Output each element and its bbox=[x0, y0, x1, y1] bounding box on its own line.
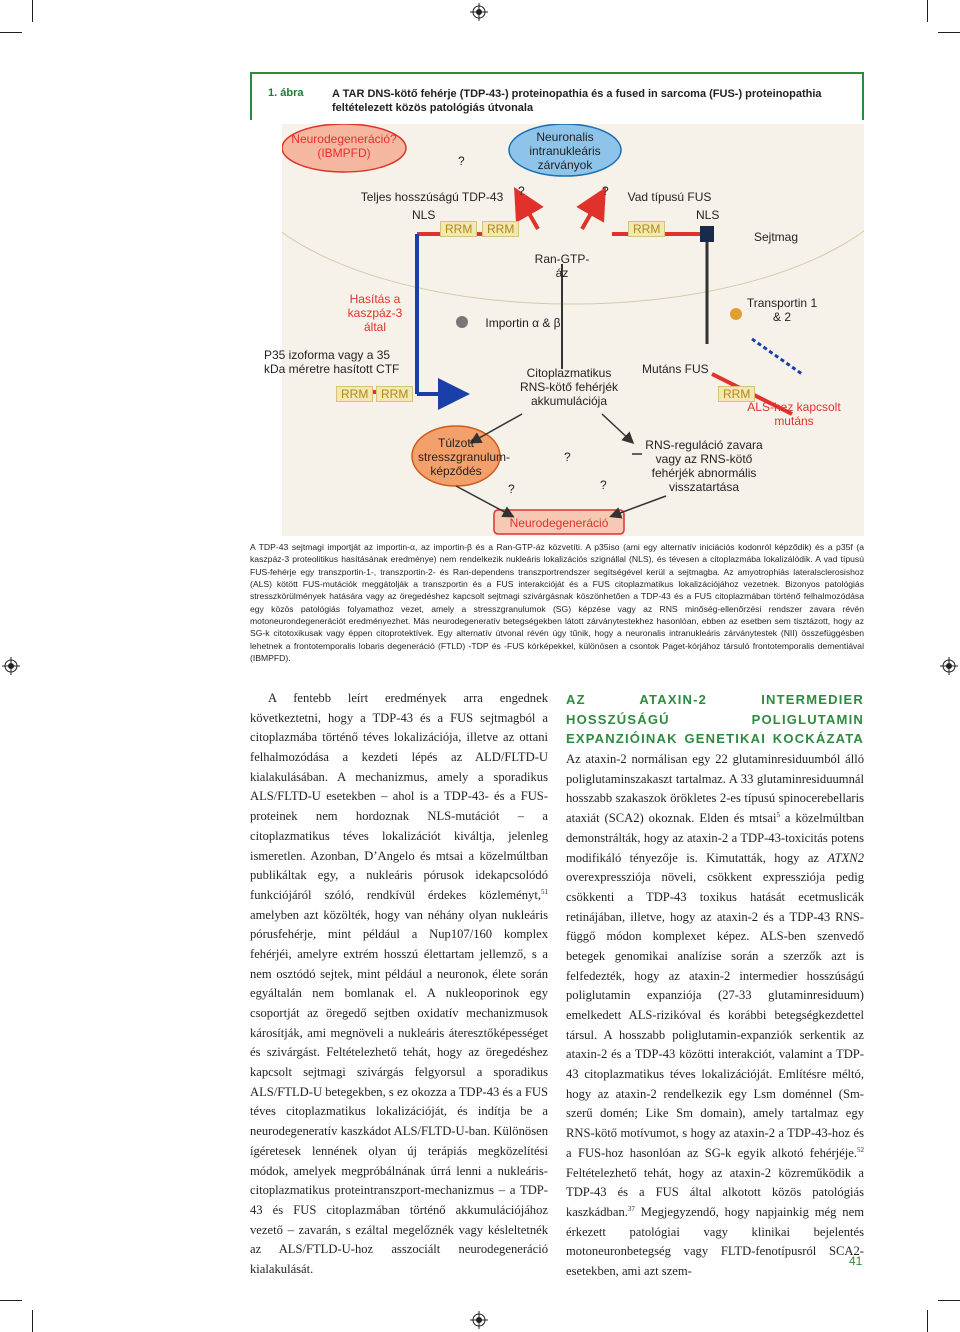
crop-mark bbox=[32, 1310, 33, 1332]
question-mark: ? bbox=[600, 478, 607, 492]
rrm-domain: RRM bbox=[440, 221, 478, 237]
left-column: A fentebb leírt eredmények arra engednek… bbox=[250, 689, 548, 1280]
paragraph: AZ ATAXIN-2 INTERMEDIER HOSSZÚSÁGÚ POLIG… bbox=[566, 692, 865, 1278]
reference-number: 52 bbox=[857, 1145, 864, 1154]
crop-mark bbox=[0, 32, 22, 33]
crop-mark bbox=[938, 1300, 960, 1301]
rrm-domain: RRM bbox=[718, 386, 756, 402]
reference-number: 51 bbox=[541, 887, 548, 896]
crop-mark bbox=[927, 1310, 928, 1332]
rrm-domain: RRM bbox=[628, 221, 666, 237]
figure-title: A TAR DNS-kötő fehérje (TDP-43-) protein… bbox=[332, 88, 822, 114]
paragraph: A fentebb leírt eredmények arra engednek… bbox=[250, 691, 548, 1276]
rrm-domain: RRM bbox=[336, 386, 374, 402]
fus-wt-label: Vad típusú FUS bbox=[627, 190, 712, 204]
diagram-arrows bbox=[282, 124, 864, 535]
reference-number: 5 bbox=[776, 810, 780, 819]
nucleus-label: Sejtmag bbox=[754, 230, 799, 244]
p35-label: P35 izoforma vagy a 35 kDa méretre hasít… bbox=[264, 348, 400, 376]
figure-label: 1. ábra bbox=[268, 87, 304, 99]
stress-granule-label: Túlzott stresszgranulum-képződés bbox=[418, 436, 511, 478]
question-mark: ? bbox=[602, 184, 609, 198]
registration-mark-icon bbox=[2, 657, 20, 675]
transportin-label: Transportin 1 & 2 bbox=[746, 296, 818, 324]
nls-label: NLS bbox=[412, 208, 436, 222]
question-mark: ? bbox=[518, 184, 525, 198]
importin-label: Importin α & β bbox=[485, 316, 561, 330]
crop-mark bbox=[938, 32, 960, 33]
figure-caption: A TDP-43 sejtmagi importját az importin-… bbox=[250, 542, 864, 664]
rna-regulation-label: RNS-reguláció zavara vagy az RNS-kötő fe… bbox=[645, 438, 763, 494]
page-number: 41 bbox=[849, 1254, 863, 1268]
rrm-domain: RRM bbox=[376, 386, 414, 402]
pathway-diagram: Neurodegeneráció?(IBMPFD) Neuronalis int… bbox=[264, 124, 864, 536]
crop-mark bbox=[0, 1300, 22, 1301]
nii-label: Neuronalis intranukleáris zárványok bbox=[529, 130, 601, 172]
crop-mark bbox=[927, 0, 928, 22]
registration-mark-icon bbox=[470, 1311, 488, 1329]
registration-mark-icon bbox=[940, 657, 958, 675]
registration-mark-icon bbox=[470, 3, 488, 21]
ran-gtpase-label: Ran-GTP-áz bbox=[534, 252, 590, 280]
rrm-domain: RRM bbox=[482, 221, 520, 237]
caspase-label: Hasítás a kaszpáz-3 által bbox=[347, 292, 403, 334]
gene-name: ATXN2 bbox=[827, 850, 864, 865]
tdp43-full-label: Teljes hosszúságú TDP-43 bbox=[360, 190, 504, 204]
question-mark: ? bbox=[458, 154, 465, 168]
section-heading: AZ ATAXIN-2 INTERMEDIER HOSSZÚSÁGÚ POLIG… bbox=[566, 692, 864, 747]
question-mark: ? bbox=[508, 482, 515, 496]
mutant-fus-label: Mutáns FUS bbox=[642, 362, 709, 376]
figure-frame bbox=[250, 72, 864, 120]
cytoplasmic-accumulation-label: Citoplazmatikus RNS-kötő fehérjék akkumu… bbox=[519, 366, 619, 408]
reference-number: 37 bbox=[627, 1204, 635, 1213]
right-column: AZ ATAXIN-2 INTERMEDIER HOSSZÚSÁGÚ POLIG… bbox=[566, 691, 864, 1282]
nls-label: NLS bbox=[696, 208, 720, 222]
question-mark: ? bbox=[564, 450, 571, 464]
neurodegeneration-question-label: Neurodegeneráció?(IBMPFD) bbox=[291, 132, 397, 160]
als-mutant-label: ALS-hez kapcsolt mutáns bbox=[747, 400, 841, 428]
crop-mark bbox=[32, 0, 33, 22]
neurodegeneration-label: Neurodegeneráció bbox=[509, 516, 609, 530]
